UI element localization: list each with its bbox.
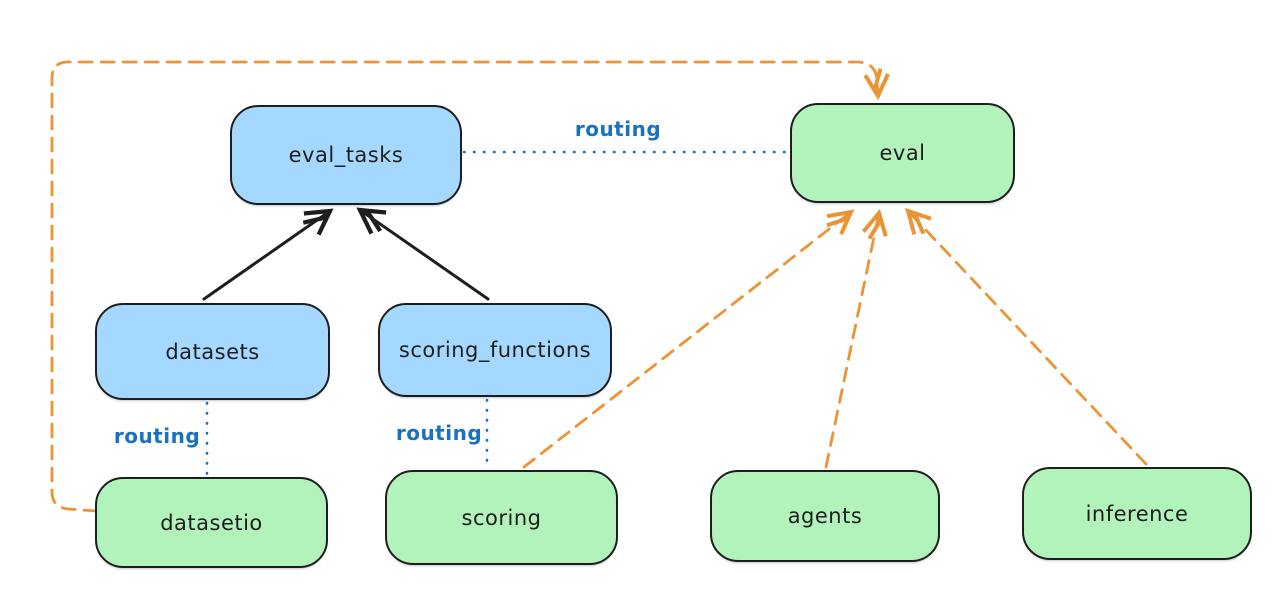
- edge-datasets-to-eval_tasks: [202, 208, 334, 301]
- node-scoring-label: scoring: [461, 505, 542, 530]
- node-inference: inference: [1022, 467, 1252, 560]
- node-eval: eval: [790, 103, 1015, 203]
- node-scoring: scoring: [385, 470, 618, 565]
- edge-label-routing-scoring_functions-scoring: routing: [395, 421, 483, 445]
- node-eval_tasks: eval_tasks: [230, 105, 462, 205]
- edge-agents-to-eval: [824, 208, 888, 469]
- edge-scoring-to-eval: [522, 209, 855, 469]
- node-datasetio-label: datasetio: [160, 510, 263, 535]
- node-datasetio: datasetio: [95, 477, 328, 568]
- edge-label-routing-eval_tasks-eval: routing: [574, 117, 662, 141]
- edge-datasetio-to-eval-loop: [50, 60, 890, 513]
- node-agents: agents: [710, 470, 940, 562]
- edge-inference-to-eval: [905, 207, 1148, 466]
- node-scoring_functions: scoring_functions: [378, 303, 612, 397]
- node-datasets-label: datasets: [165, 339, 260, 364]
- edge-scoring_functions-to-eval_tasks: [356, 207, 490, 301]
- node-eval_tasks-label: eval_tasks: [288, 143, 404, 167]
- node-eval-label: eval: [879, 141, 926, 165]
- node-datasets: datasets: [95, 303, 330, 400]
- node-scoring_functions-label: scoring_functions: [398, 338, 592, 362]
- node-agents-label: agents: [787, 504, 863, 528]
- edge-label-routing-datasets-datasetio: routing: [113, 424, 201, 448]
- node-inference-label: inference: [1085, 501, 1189, 526]
